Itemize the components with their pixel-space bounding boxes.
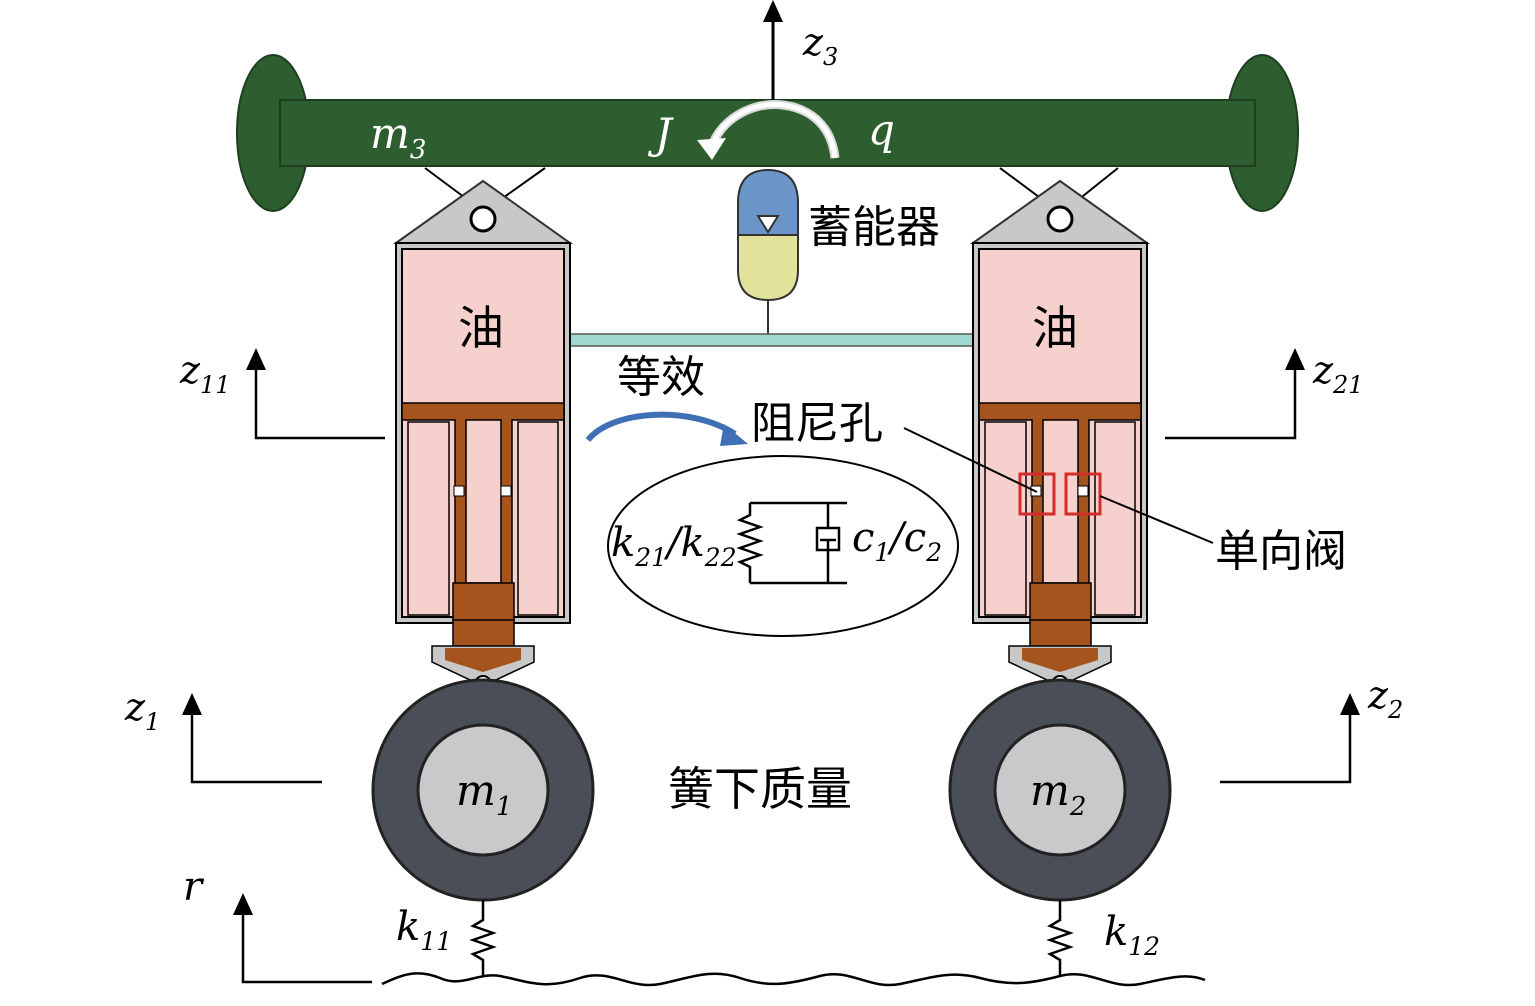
m1-label: m1	[456, 766, 512, 822]
oil-pipe	[561, 333, 981, 347]
orifice-leader	[903, 427, 1038, 493]
k12-label: k12	[1104, 909, 1160, 961]
check-valve-highlight	[1064, 472, 1102, 516]
z21-label: z21	[1312, 348, 1364, 399]
r-label: r	[183, 864, 205, 910]
k11-label: k11	[396, 904, 452, 956]
z3-label: z3	[802, 20, 838, 71]
z1-label: z1	[124, 685, 160, 736]
right-cylinder	[969, 179, 1151, 693]
k21-k22-label: k21/k22	[611, 520, 737, 572]
left-cylinder	[392, 179, 574, 693]
left-wheel	[371, 678, 595, 902]
z2-arrow	[1220, 693, 1360, 784]
check-valve-label: 单向阀	[1215, 526, 1347, 577]
equivalent-label: 等效	[617, 352, 705, 403]
z3-arrow	[763, 0, 783, 100]
m3-label: m3	[370, 109, 426, 165]
unsprung-mass-label: 簧下质量	[668, 762, 852, 816]
z11-arrow	[246, 348, 385, 440]
beam-links	[424, 167, 1119, 201]
z11-label: z11	[179, 348, 231, 399]
m2-label: m2	[1030, 766, 1086, 822]
c1-c2-label: c1/c2	[852, 515, 942, 567]
rotation-arrow-icon	[697, 100, 840, 160]
oil-left-label: 油	[458, 301, 504, 355]
orifice-highlight	[1018, 472, 1056, 516]
r-arrow	[233, 893, 372, 984]
oil-right-label: 油	[1032, 301, 1078, 355]
spring-damper-icon	[736, 501, 847, 585]
accumulator-label: 蓄能器	[808, 202, 940, 253]
z21-arrow	[1165, 348, 1305, 440]
z2-label: z2	[1367, 673, 1403, 724]
tire-spring-right	[1046, 900, 1074, 976]
right-wheel	[948, 678, 1172, 902]
orifice-label: 阻尼孔	[751, 398, 883, 449]
equivalent-arrow-icon	[585, 411, 748, 446]
equivalent-model-ellipse	[607, 455, 959, 637]
z1-arrow	[182, 693, 322, 784]
accumulator	[737, 168, 799, 336]
tire-spring-left	[469, 900, 497, 976]
road-surface	[381, 972, 1206, 987]
sprung-mass-beam	[236, 54, 1299, 212]
q-label: q	[868, 105, 895, 154]
check-valve-leader	[1099, 495, 1214, 544]
